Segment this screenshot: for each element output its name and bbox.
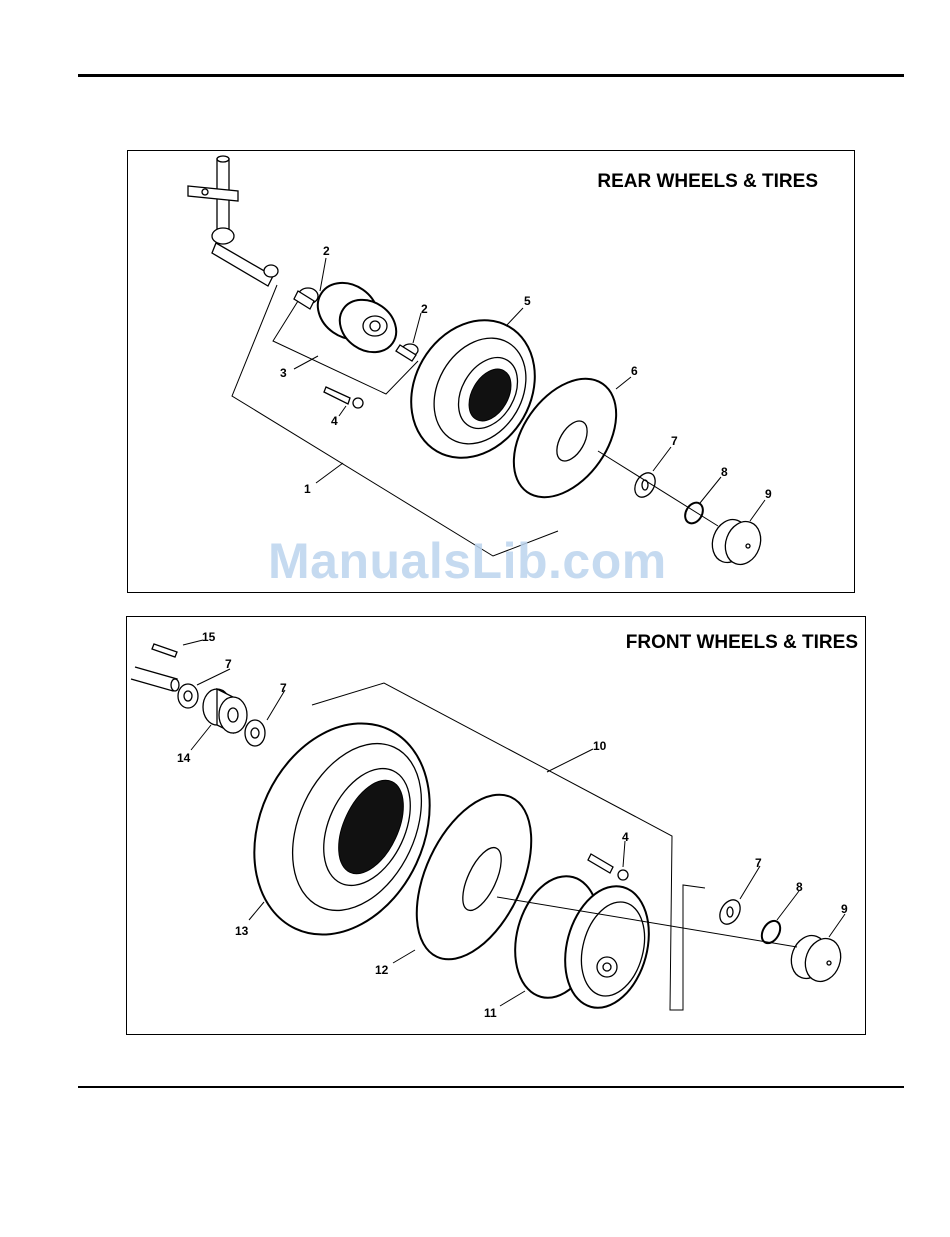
callout-14: 14 xyxy=(177,751,191,765)
callout-10: 10 xyxy=(593,739,607,753)
valve-stem-front xyxy=(588,854,628,880)
rear-wheels-panel: 2 2 5 3 6 4 7 8 1 9 REAR WHEELS & TIRES xyxy=(127,150,855,593)
callout-7c: 7 xyxy=(755,856,762,870)
rear-rim xyxy=(307,271,406,363)
callout-4: 4 xyxy=(622,830,629,844)
callout-9: 9 xyxy=(841,902,848,916)
hubcap-9-front xyxy=(786,931,847,987)
header-rule xyxy=(78,74,904,77)
callout-6: 6 xyxy=(631,364,638,378)
watermark: ManualsLib.com xyxy=(268,532,667,590)
callout-1: 1 xyxy=(304,482,311,496)
axle-shaft xyxy=(131,667,179,691)
callout-7a: 7 xyxy=(225,657,232,671)
washer-7-left xyxy=(178,684,198,708)
front-wheels-diagram: 15 7 7 14 10 4 7 8 9 13 12 11 xyxy=(127,617,865,1034)
bushing-left xyxy=(294,288,318,309)
rear-wheels-diagram: 2 2 5 3 6 4 7 8 1 9 xyxy=(128,151,854,592)
retainer-8 xyxy=(682,499,707,526)
callout-9: 9 xyxy=(765,487,772,501)
callout-15: 15 xyxy=(202,630,216,644)
callout-5: 5 xyxy=(524,294,531,308)
callout-11: 11 xyxy=(484,1006,497,1020)
washer-7-right xyxy=(716,896,745,928)
hubcap-9 xyxy=(707,515,767,570)
callout-13: 13 xyxy=(235,924,249,938)
valve-stem xyxy=(324,387,363,408)
callout-7b: 7 xyxy=(280,681,287,695)
rear-panel-title: REAR WHEELS & TIRES xyxy=(597,171,818,193)
callout-4: 4 xyxy=(331,414,338,428)
callout-2b: 2 xyxy=(421,302,428,316)
callout-8: 8 xyxy=(796,880,803,894)
front-wheels-panel: 15 7 7 14 10 4 7 8 9 13 12 11 FRONT WHEE… xyxy=(126,616,866,1035)
pin-15 xyxy=(152,644,177,657)
washer-7-second xyxy=(245,720,265,746)
callout-8: 8 xyxy=(721,465,728,479)
callout-7: 7 xyxy=(671,434,678,448)
callout-2a: 2 xyxy=(323,244,330,258)
callout-12: 12 xyxy=(375,963,389,977)
callout-3: 3 xyxy=(280,366,287,380)
spindle-assembly xyxy=(188,156,278,286)
retainer-8-front xyxy=(758,918,784,947)
front-rim xyxy=(502,867,661,1017)
footer-rule xyxy=(78,1086,904,1088)
front-panel-title: FRONT WHEELS & TIRES xyxy=(626,632,858,654)
bushing-right xyxy=(396,344,418,361)
